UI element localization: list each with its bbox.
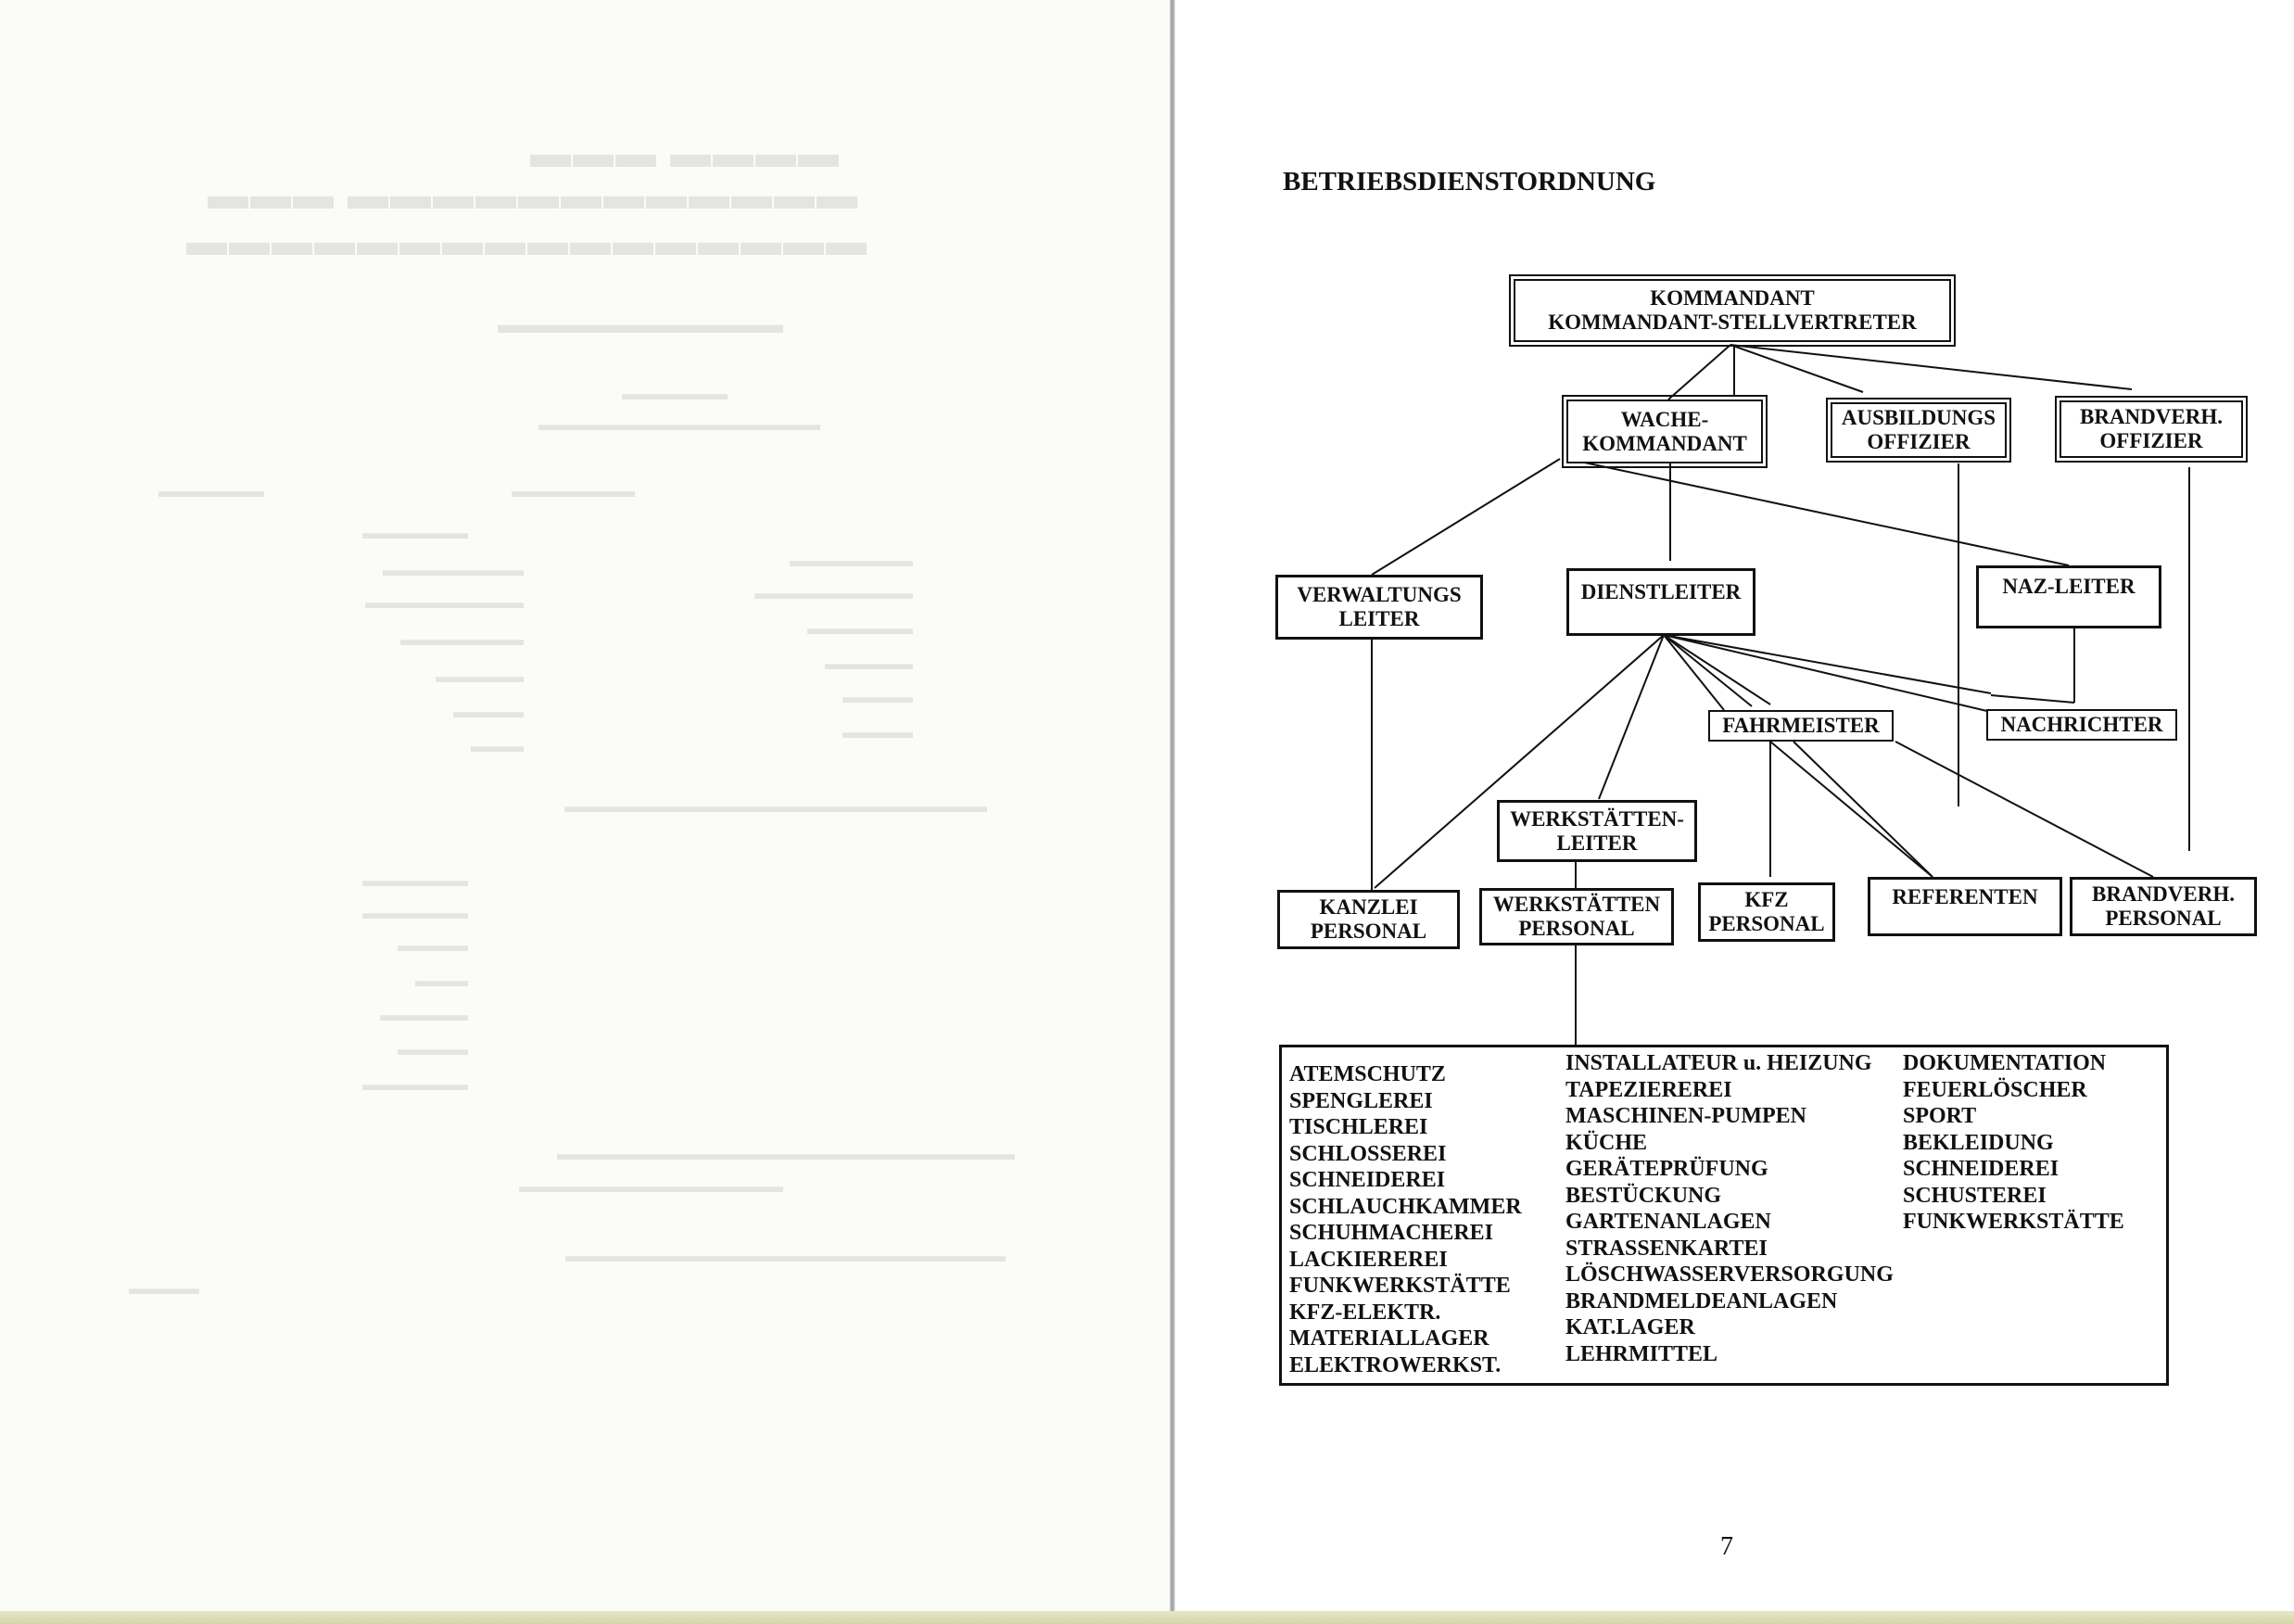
department-item: LACKIEREREI [1289, 1247, 1448, 1272]
brandverh-personal-box: BRANDVERH.PERSONAL [2070, 877, 2257, 936]
department-item: KAT.LAGER [1565, 1315, 1695, 1339]
brandverh-offizier-box: BRANDVERH.OFFIZIER [2055, 396, 2248, 463]
department-item: BRANDMELDEANLAGEN [1565, 1288, 1838, 1313]
page-bottom-edge [0, 1611, 2294, 1624]
department-item: SCHUHMACHEREI [1289, 1221, 1494, 1245]
department-item: SCHLOSSEREI [1289, 1141, 1447, 1166]
nachrichter-label: NACHRICHTER [2000, 713, 2163, 736]
department-item: INSTALLATEUR u. HEIZUNG [1565, 1051, 1872, 1075]
werkstaetten-leiter-line1: WERKSTÄTTEN- [1510, 806, 1684, 831]
referenten-label: REFERENTEN [1892, 885, 2038, 908]
department-item: SCHLAUCHKAMMER [1289, 1194, 1522, 1219]
department-item: BEKLEIDUNG [1903, 1130, 2054, 1155]
werkstaetten-leiter-box: WERKSTÄTTEN-LEITER [1497, 800, 1697, 862]
department-item: GERÄTEPRÜFUNG [1565, 1157, 1768, 1181]
werkstaetten-personal-line1: WERKSTÄTTEN [1492, 893, 1661, 916]
book-spine [1170, 0, 1175, 1624]
kanzlei-personal-line2: PERSONAL [1310, 920, 1427, 943]
department-item: SCHNEIDEREI [1903, 1157, 2060, 1181]
department-item: MASCHINEN-PUMPEN [1565, 1104, 1806, 1128]
nachrichter-box: NACHRICHTER [1986, 709, 2177, 741]
kanzlei-personal-line1: KANZLEI [1319, 895, 1418, 919]
department-item: FEUERLÖSCHER [1903, 1077, 2087, 1102]
departments-column-2: INSTALLATEUR u. HEIZUNG TAPEZIEREREI MAS… [1565, 1050, 1894, 1367]
page-number: 7 [1720, 1532, 1733, 1561]
dienstleiter-box: DIENSTLEITER [1566, 568, 1755, 636]
department-item: SPENGLEREI [1289, 1088, 1433, 1113]
department-item: ATEMSCHUTZ [1289, 1062, 1446, 1086]
department-item: FUNKWERKSTÄTTE [1289, 1274, 1511, 1298]
brandverh-offizier-line2: OFFIZIER [2099, 429, 2203, 452]
wache-kommandant-line2: KOMMANDANT [1582, 431, 1747, 455]
departments-list-box: ATEMSCHUTZ SPENGLEREI TISCHLEREI SCHLOSS… [1279, 1045, 2169, 1386]
department-item: TISCHLEREI [1289, 1115, 1428, 1139]
brandverh-offizier-line1: BRANDVERH. [2080, 405, 2223, 428]
kommandant-label: KOMMANDANT [1650, 286, 1815, 310]
department-item: SCHNEIDEREI [1289, 1168, 1446, 1192]
ausbildungs-offizier-line2: OFFIZIER [1867, 430, 1971, 453]
werkstaetten-leiter-line2: LEITER [1556, 831, 1638, 855]
brandverh-personal-line1: BRANDVERH. [2092, 882, 2235, 906]
department-item: ELEKTROWERKST. [1289, 1352, 1502, 1377]
left-page: ▬▬▬▬ ▬▬▬ ▬▬▬▬▬▬▬▬▬▬▬▬ ▬▬▬ ▬▬▬▬▬▬▬▬▬▬▬▬▬▬… [129, 131, 1015, 1299]
ausbildungs-offizier-line1: AUSBILDUNGS [1841, 406, 1996, 429]
fahrmeister-label: FAHRMEISTER [1722, 714, 1880, 737]
kfz-personal-line2: PERSONAL [1708, 912, 1825, 935]
bleed-through-texture: ▬▬▬▬ ▬▬▬ ▬▬▬▬▬▬▬▬▬▬▬▬ ▬▬▬ ▬▬▬▬▬▬▬▬▬▬▬▬▬▬… [129, 131, 1015, 1299]
department-item: GARTENANLAGEN [1565, 1210, 1771, 1234]
kfz-personal-line1: KFZ [1744, 888, 1789, 911]
werkstaetten-personal-line2: PERSONAL [1518, 917, 1635, 940]
document-title: BETRIEBSDIENSTORDNUNG [1283, 167, 1656, 197]
naz-leiter-box: NAZ-LEITER [1976, 565, 2161, 628]
wache-kommandant-box: WACHE-KOMMANDANT [1562, 395, 1768, 468]
naz-leiter-label: NAZ-LEITER [2002, 575, 2136, 598]
department-item: KÜCHE [1565, 1130, 1648, 1155]
fahrmeister-box: FAHRMEISTER [1708, 710, 1894, 742]
department-item: SPORT [1903, 1104, 1977, 1128]
department-item: DOKUMENTATION [1903, 1051, 2107, 1075]
department-item: LÖSCHWASSERVERSORGUNG [1565, 1262, 1894, 1287]
department-item: LEHRMITTEL [1565, 1341, 1718, 1366]
department-item: MATERIALLAGER [1289, 1326, 1489, 1351]
departments-column-3: DOKUMENTATION FEUERLÖSCHER SPORT BEKLEID… [1903, 1050, 2124, 1236]
dienstleiter-label: DIENSTLEITER [1580, 580, 1742, 603]
brandverh-personal-line2: PERSONAL [2105, 907, 2222, 930]
department-item: FUNKWERKSTÄTTE [1903, 1210, 2124, 1234]
kommandant-stellvertreter-label: KOMMANDANT-STELLVERTRETER [1548, 311, 1917, 334]
department-item: TAPEZIEREREI [1565, 1077, 1732, 1102]
department-item: KFZ-ELEKTR. [1289, 1300, 1441, 1325]
department-item: STRASSENKARTEI [1565, 1236, 1768, 1261]
departments-column-1: ATEMSCHUTZ SPENGLEREI TISCHLEREI SCHLOSS… [1289, 1061, 1522, 1378]
department-item: SCHUSTEREI [1903, 1183, 2047, 1208]
department-item: BESTÜCKUNG [1565, 1183, 1722, 1208]
wache-kommandant-line1: WACHE- [1620, 407, 1709, 431]
verwaltungs-leiter-line2: LEITER [1338, 607, 1420, 630]
referenten-box: REFERENTEN [1868, 877, 2062, 936]
verwaltungs-leiter-line1: VERWALTUNGS [1297, 583, 1462, 606]
